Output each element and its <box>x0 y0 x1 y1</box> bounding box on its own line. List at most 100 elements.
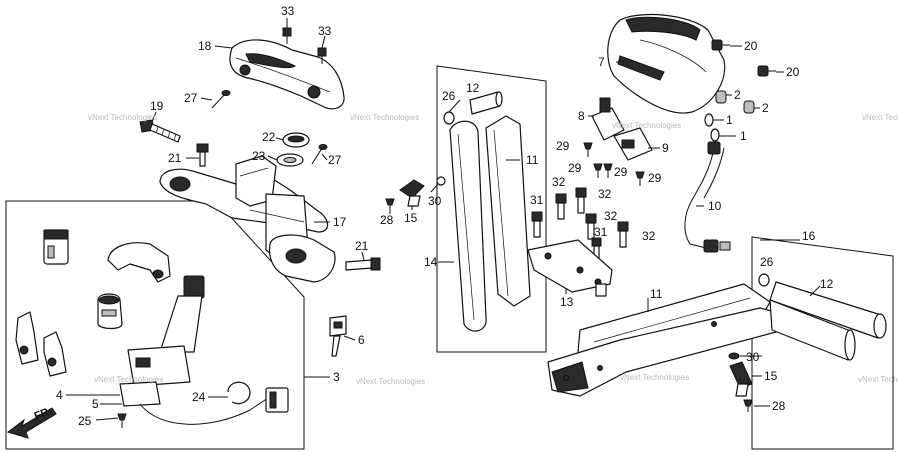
callout-30: 30 <box>428 194 442 208</box>
washer-30b <box>728 352 740 360</box>
bolt-21a <box>196 143 209 167</box>
rubber-grommet <box>276 132 310 167</box>
callout-11: 11 <box>526 153 539 167</box>
callout-28: 28 <box>380 213 394 227</box>
callout-15: 15 <box>764 369 778 383</box>
ignition-switch-group-frame <box>5 200 305 450</box>
callout-26: 26 <box>760 255 774 269</box>
bolt-32d <box>617 221 629 248</box>
screw-29a <box>583 142 593 157</box>
watermark: vNext Technologies <box>94 375 163 384</box>
callout-31: 31 <box>594 225 608 239</box>
callout-28: 28 <box>772 399 786 413</box>
callout-30: 30 <box>746 350 760 364</box>
seat-lock-pair <box>15 311 67 377</box>
grommet-2b <box>743 100 755 114</box>
screw-25 <box>117 413 127 428</box>
washer-30a <box>436 176 446 186</box>
bolt-31a <box>531 211 543 238</box>
callout-6: 6 <box>358 333 365 347</box>
callout-4: 4 <box>56 388 63 402</box>
washer-26b <box>758 273 770 287</box>
callout-14: 14 <box>424 255 438 269</box>
callout-12: 12 <box>466 81 480 95</box>
callout-16: 16 <box>802 229 816 243</box>
bolt-19 <box>139 119 181 143</box>
callout-24: 24 <box>192 390 206 404</box>
ignition-switch <box>119 275 289 425</box>
callout-33: 33 <box>318 24 332 38</box>
callout-1: 1 <box>726 113 733 127</box>
washer-26a <box>443 111 455 125</box>
callout-7: 7 <box>598 55 605 69</box>
callout-5: 5 <box>92 397 99 411</box>
watermark: vNext Technologies <box>612 121 681 130</box>
callout-19: 19 <box>150 99 164 113</box>
c-ring-24 <box>227 381 251 405</box>
fork-top-bridge <box>159 155 336 283</box>
callout-20: 20 <box>786 65 800 79</box>
callout-12: 12 <box>820 277 834 291</box>
ignition-key <box>329 315 347 357</box>
wire-harness <box>684 141 731 253</box>
handlebar-upper-cover <box>229 39 345 110</box>
watermark: vNext Technologies <box>862 113 898 122</box>
callout-2: 2 <box>734 88 741 102</box>
callout-17: 17 <box>333 215 347 229</box>
callout-3: 3 <box>333 370 340 384</box>
latch-15a <box>399 179 425 207</box>
callout-27: 27 <box>328 153 342 167</box>
callout-29: 29 <box>568 161 582 175</box>
right-side-rail <box>547 283 791 397</box>
screw-27a <box>211 90 231 109</box>
callout-25: 25 <box>78 414 92 428</box>
watermark: vNext Technologies <box>858 375 898 384</box>
cap-nut-20a <box>711 39 730 51</box>
screw-29b <box>593 163 603 178</box>
left-rail-group-frame <box>436 65 547 353</box>
callout-21: 21 <box>355 239 369 253</box>
bulb-1a <box>704 113 714 127</box>
grommet-2a <box>715 90 727 104</box>
callout-29: 29 <box>556 139 570 153</box>
watermark: vNext Technologies <box>620 373 689 382</box>
callout-29: 29 <box>614 165 628 179</box>
cap-nut-20b <box>757 65 776 77</box>
bolt-32b <box>575 187 587 214</box>
latch-15b <box>729 361 753 397</box>
callout-23: 23 <box>252 149 266 163</box>
callout-22: 22 <box>262 130 276 144</box>
bolt-21b <box>345 257 381 271</box>
callout-8: 8 <box>578 109 585 123</box>
callout-15: 15 <box>404 211 418 225</box>
rail-pipe-12a <box>469 91 503 115</box>
bolt-32c <box>585 213 597 240</box>
callout-32: 32 <box>598 187 612 201</box>
screw-28b <box>743 399 753 412</box>
screw-29d <box>635 171 645 186</box>
screw-27b <box>311 144 328 165</box>
rear-grip-cover <box>607 13 726 114</box>
front-direction-label: FR. <box>33 405 54 423</box>
callout-33: 33 <box>281 4 295 18</box>
callout-1: 1 <box>740 129 747 143</box>
right-rail-group-frame <box>751 236 894 450</box>
bolt-32a <box>555 193 567 220</box>
leader-lines <box>66 18 821 421</box>
callout-18: 18 <box>198 39 212 53</box>
callout-21: 21 <box>168 151 182 165</box>
light-socket-8 <box>591 97 625 141</box>
callout-31: 31 <box>530 193 544 207</box>
key-cylinder <box>43 229 69 265</box>
rail-pipe-12b <box>769 281 887 361</box>
callout-32: 32 <box>604 209 618 223</box>
callout-9: 9 <box>662 141 669 155</box>
callout-32: 32 <box>552 175 566 189</box>
steering-lock-bracket <box>107 242 171 283</box>
watermark: vNext Technologies <box>350 113 419 122</box>
callout-32: 32 <box>642 229 656 243</box>
bolt-33a <box>282 27 292 44</box>
light-socket-9 <box>613 127 653 161</box>
lock-cylinder <box>97 293 123 330</box>
